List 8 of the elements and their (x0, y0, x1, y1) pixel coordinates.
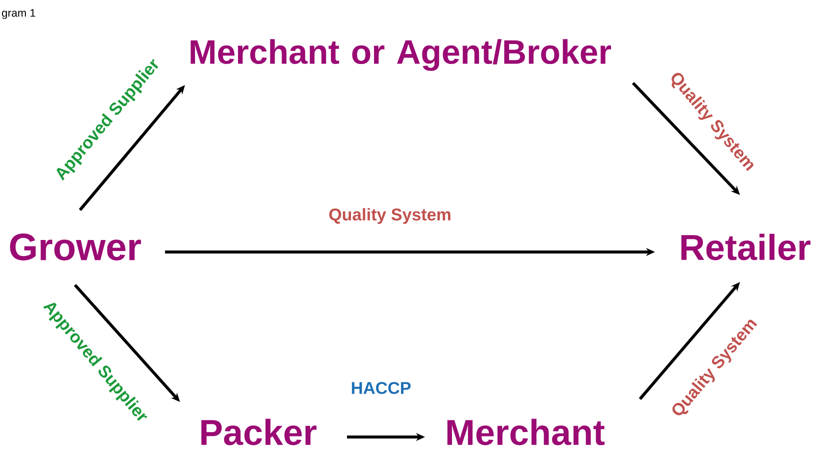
edge-label: Quality System (329, 208, 450, 224)
node-label: Retailer (681, 234, 810, 260)
caption-text: gram 1 (2, 9, 36, 19)
node-label: Merchant or Agent/Broker (190, 39, 612, 71)
edge-label: HACCP (352, 382, 411, 394)
node-label: Merchant (447, 418, 605, 446)
node-label: Packer (201, 418, 316, 446)
node-label: Grower (10, 234, 141, 260)
